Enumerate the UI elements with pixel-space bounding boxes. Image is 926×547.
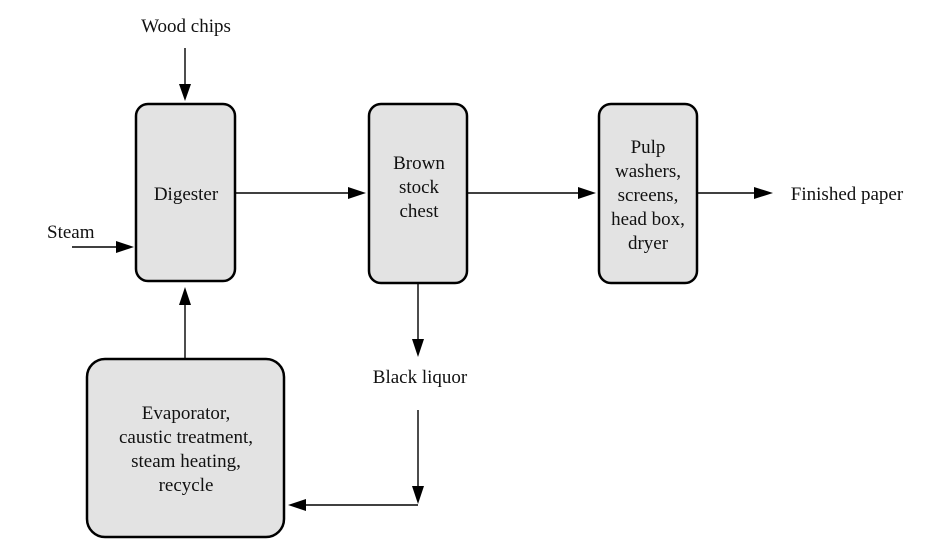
wood-chips-label: Wood chips — [141, 16, 231, 37]
brown-stock-chest-label-line-1: Brown — [393, 153, 445, 174]
finished-paper-label: Finished paper — [791, 184, 904, 205]
digester-to-chest-arrow — [235, 187, 366, 199]
recovery-label-line-4: recycle — [159, 475, 214, 496]
pulp-processing-label-line-5: dryer — [628, 233, 669, 254]
black-liquor-label: Black liquor — [373, 367, 468, 388]
recovery-label-line-1: Evaporator, — [142, 403, 230, 424]
pulp-processing-label-line-1: Pulp — [631, 137, 666, 158]
brown-stock-chest-label-line-3: chest — [399, 201, 439, 222]
pulp-processing-label-line-4: head box, — [611, 209, 685, 230]
black-liquor-return-arrow — [288, 410, 424, 511]
steam-arrow — [72, 241, 134, 253]
chest-to-pulp-arrow — [467, 187, 596, 199]
digester-label: Digester — [154, 184, 219, 205]
recovery-box — [85, 357, 286, 539]
pulp-processing-label-line-2: washers, — [615, 161, 681, 182]
pulp-processing-label-line-3: screens, — [618, 185, 679, 206]
steam-label: Steam — [47, 222, 95, 243]
recovery-label-line-3: steam heating, — [131, 451, 241, 472]
recovery-label-line-2: caustic treatment, — [119, 427, 253, 448]
wood-chips-arrow — [179, 48, 191, 101]
black-liquor-down-arrow — [412, 283, 424, 357]
finished-paper-arrow — [697, 187, 773, 199]
brown-stock-chest-label-line-2: stock — [399, 177, 440, 198]
recycle-to-digester-arrow — [179, 287, 191, 359]
